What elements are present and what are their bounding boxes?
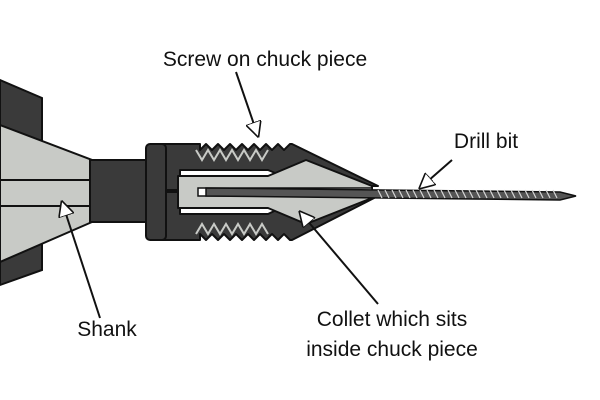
drill-bit-flute-mark: [398, 189, 404, 199]
drill-bit-flutes: [377, 189, 558, 199]
drill-bit-flute-mark: [531, 189, 537, 199]
drill-bit-flute-mark: [510, 189, 516, 199]
drill-bit-flute-mark: [440, 189, 446, 199]
drill-bit-flute-mark: [384, 189, 390, 199]
drill-bit-flute-mark: [538, 189, 544, 199]
shank: [0, 123, 93, 264]
drill-bit-flute-mark: [524, 189, 530, 199]
drill-bit-leader: [420, 159, 453, 188]
shank-leader: [62, 202, 101, 319]
drill-bit-flute-mark: [377, 189, 383, 199]
screw-chuck-leader: [235, 71, 258, 136]
drill-bit-flute-mark: [447, 189, 453, 199]
drill-bit-label: Drill bit: [454, 130, 518, 153]
drill-bit-flute-mark: [475, 189, 481, 199]
drill-bit-flute-mark: [454, 189, 460, 199]
drill-bit-flute-mark: [517, 189, 523, 199]
drill-bit-flute-mark: [503, 189, 509, 199]
drill-bit-flute-mark: [405, 189, 411, 199]
drill-bit: [205, 187, 577, 201]
collet-leader: [300, 212, 379, 305]
drill-bit-flute-mark: [419, 189, 425, 199]
collet-label-line1: Collet which sits: [317, 308, 468, 331]
drill-bit-flute-mark: [545, 189, 551, 199]
drill-bit-flute-mark: [426, 189, 432, 199]
drill-bit-flute-mark: [412, 189, 418, 199]
drill-bit-flute-mark: [391, 189, 397, 199]
drill-bit-flute-mark: [489, 189, 495, 199]
chuck-neck: [89, 159, 153, 223]
drill-bit-flute-mark: [433, 189, 439, 199]
drill-bit-flute-mark: [468, 189, 474, 199]
thread-detail: [195, 148, 269, 236]
drill-bit-flute-mark: [461, 189, 467, 199]
screw-chuck-label: Screw on chuck piece: [163, 48, 367, 71]
drill-bit-flute-mark: [552, 189, 558, 199]
drill-bit-flute-mark: [496, 189, 502, 199]
collet-label-line2: inside chuck piece: [306, 338, 478, 361]
drill-bit-flute-mark: [482, 189, 488, 199]
shank-label: Shank: [77, 318, 137, 341]
